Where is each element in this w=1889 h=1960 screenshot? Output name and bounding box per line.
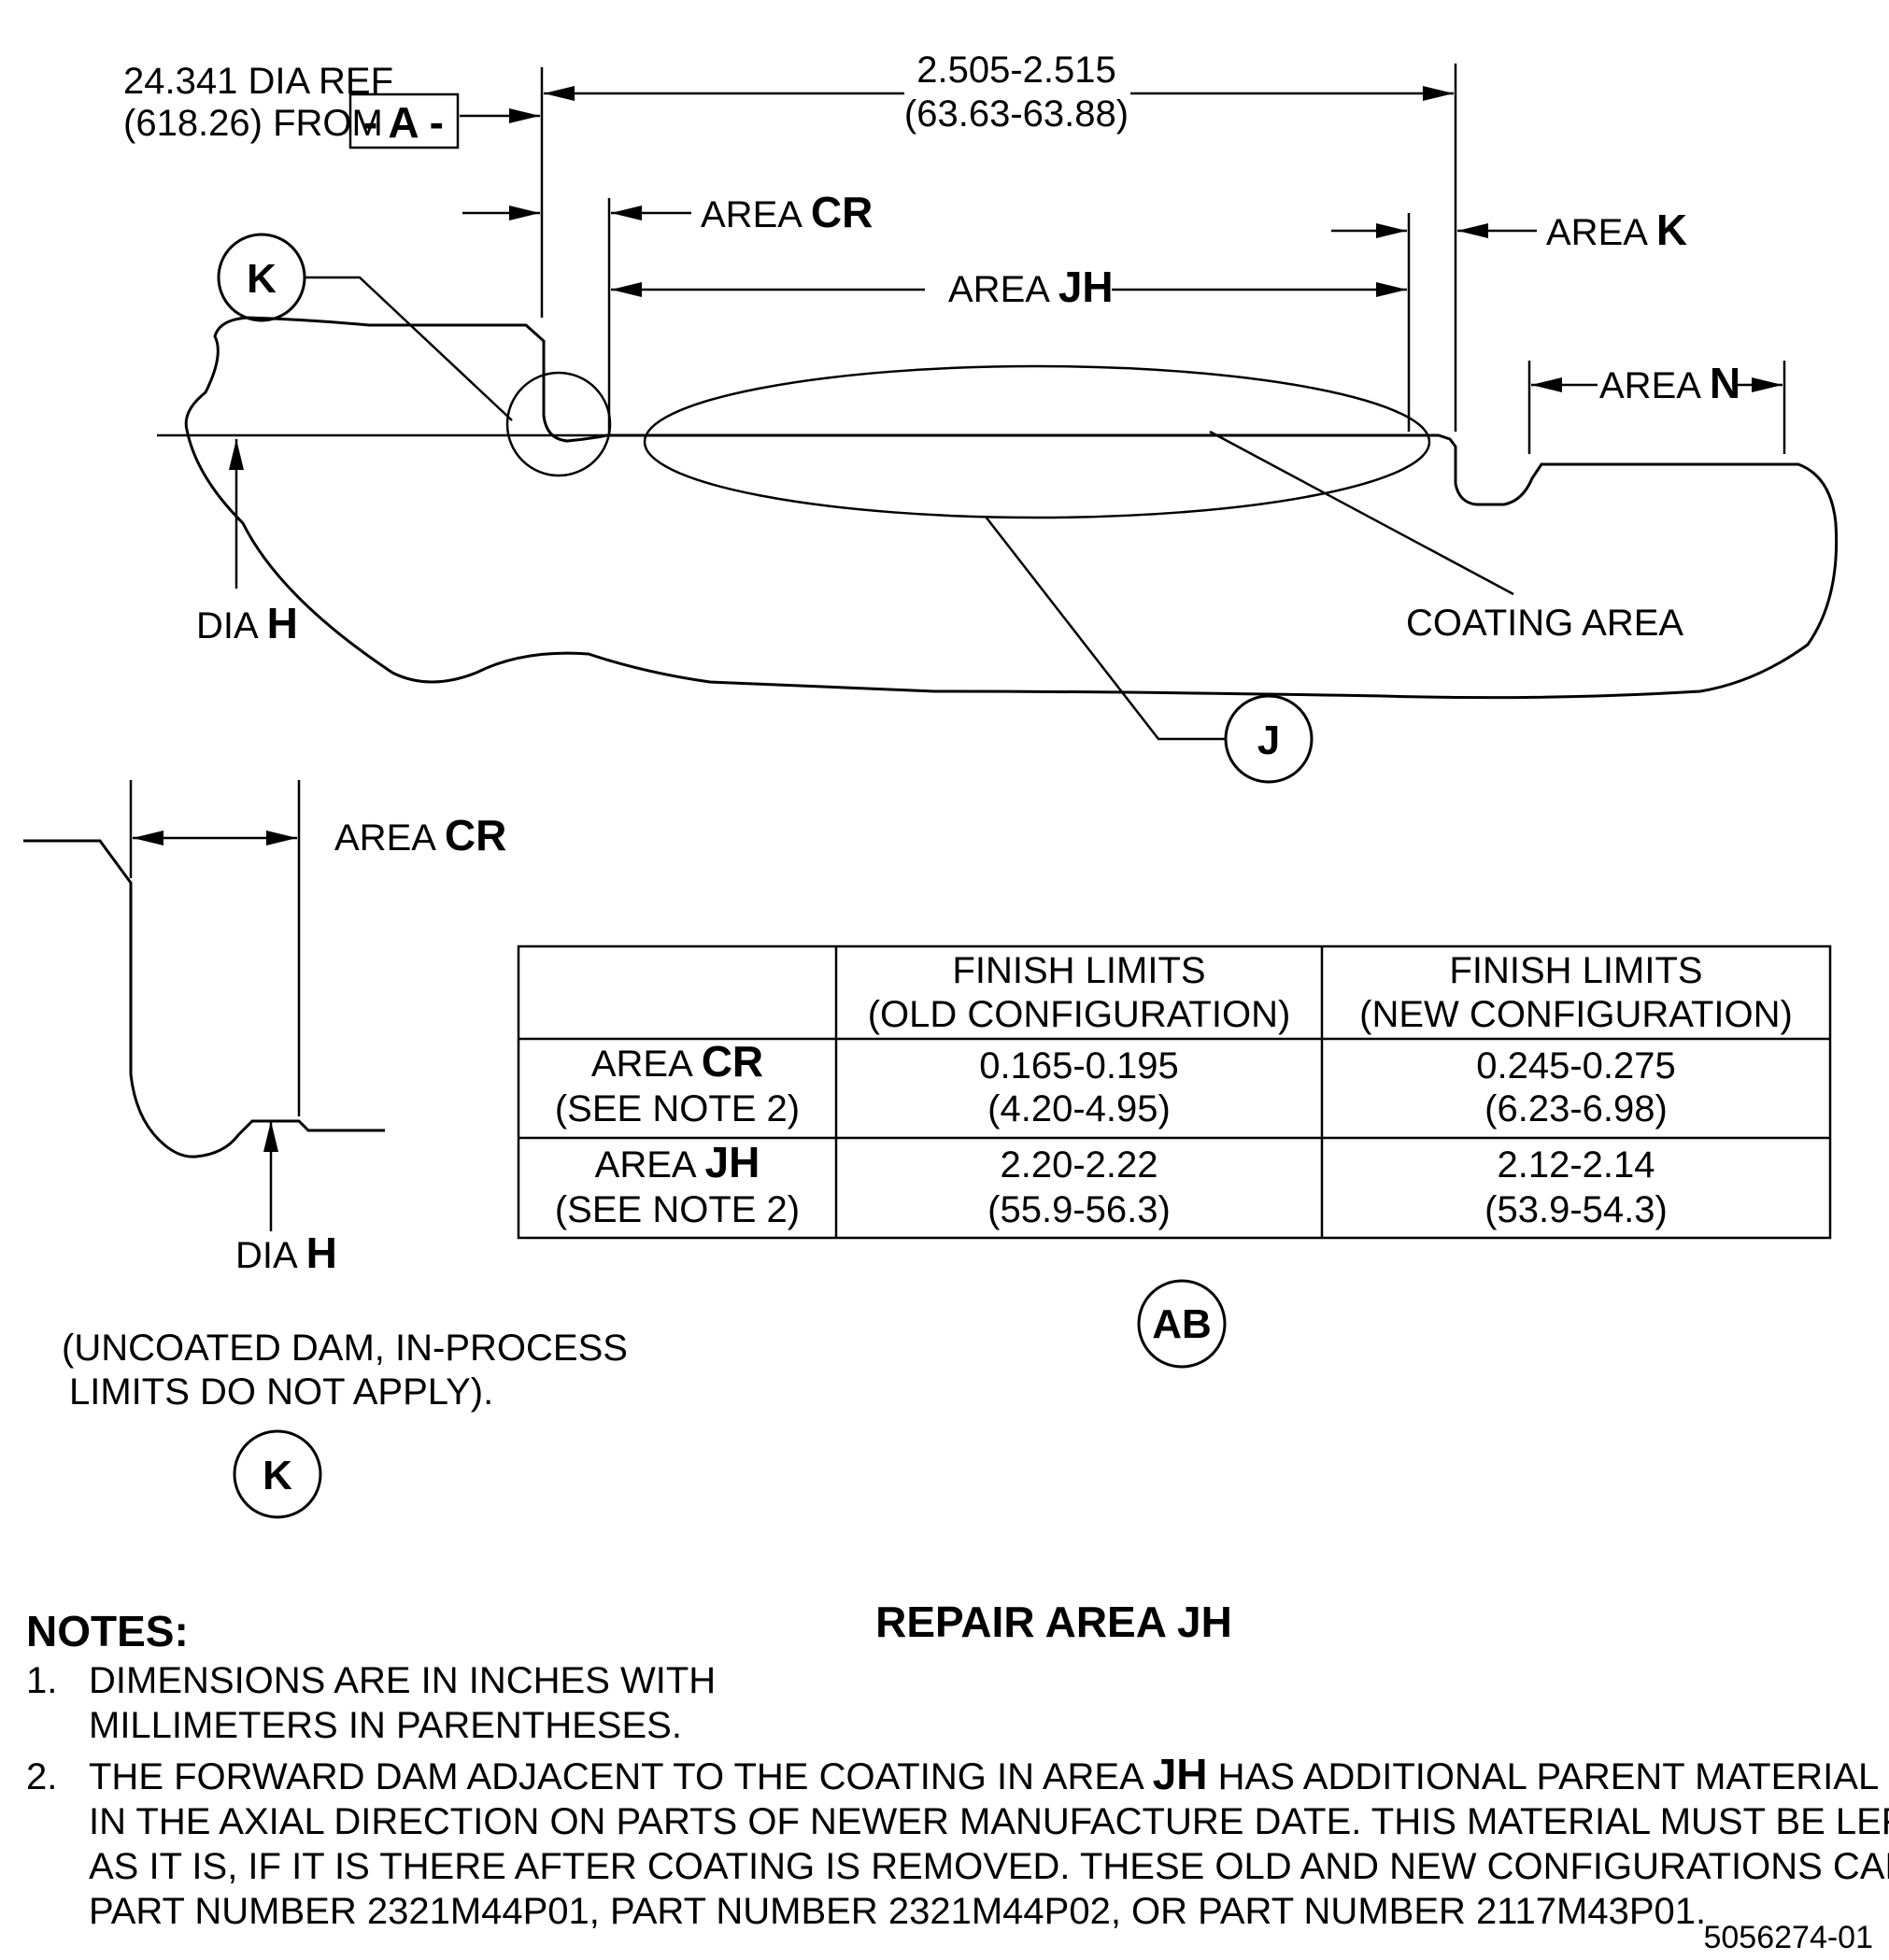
header-new-line1: FINISH LIMITS: [1449, 950, 1702, 991]
row-cr-old-in: 0.165-0.195: [979, 1045, 1179, 1087]
row-jh-area: JH: [705, 1138, 760, 1186]
note-1-line2: MILLIMETERS IN PARENTHESES.: [89, 1705, 682, 1746]
area-n-label: N: [1710, 359, 1740, 407]
detail-note-line2: LIMITS DO NOT APPLY).: [69, 1371, 493, 1413]
svg-text:DIA H: DIA H: [196, 599, 298, 647]
row-jh-old-mm: (55.9-56.3): [987, 1189, 1171, 1230]
detail-k-view: AREA CR DIA H (UNCOATED DAM, IN-PROCESS …: [23, 780, 628, 1519]
svg-text:AREA CR: AREA CR: [701, 188, 873, 236]
part-outline: [184, 316, 1839, 700]
row-jh-new-in: 2.12-2.14: [1497, 1144, 1655, 1186]
coating-area-ellipse: [643, 364, 1431, 519]
overall-dim-in: 2.505-2.515: [916, 50, 1116, 91]
note-2-line1-post: HAS ADDITIONAL PARENT MATERIAL: [1218, 1756, 1880, 1797]
header-old-line2: (OLD CONFIGURATION): [868, 994, 1291, 1035]
detail-area-cr-word: AREA: [334, 817, 436, 859]
detail-k-callout-circle: [233, 1429, 322, 1519]
header-old-line1: FINISH LIMITS: [952, 950, 1205, 991]
row-cr-new-in: 0.245-0.275: [1476, 1045, 1676, 1087]
note-2-line1-bold: JH: [1153, 1750, 1208, 1798]
svg-text:AREA K: AREA K: [1546, 206, 1687, 254]
notes-block: NOTES: REPAIR AREA JH 1. DIMENSIONS ARE …: [26, 1598, 1889, 1955]
dia-h-word: DIA: [196, 605, 259, 646]
svg-text:THE FORWARD DAM ADJACENT TO TH: THE FORWARD DAM ADJACENT TO THE COATING …: [89, 1750, 1879, 1798]
row-jh-old-in: 2.20-2.22: [1000, 1144, 1158, 1186]
detail-dia-h-word: DIA: [235, 1235, 298, 1276]
svg-text:AREA N: AREA N: [1599, 359, 1740, 407]
detail-k-callout-letter: K: [263, 1453, 292, 1498]
detail-k-outline: [23, 839, 385, 1158]
row-jh-new-mm: (53.9-54.3): [1484, 1189, 1668, 1230]
note-2-number: 2.: [26, 1756, 57, 1797]
row-cr-note: (SEE NOTE 2): [555, 1088, 800, 1129]
row-jh-note: (SEE NOTE 2): [555, 1189, 800, 1230]
area-jh-word: AREA: [948, 269, 1050, 310]
area-cr-label: CR: [811, 188, 873, 236]
datum-a-box: [348, 92, 460, 149]
datum-a-label: - A -: [363, 98, 444, 147]
header-new-line2: (NEW CONFIGURATION): [1359, 994, 1793, 1035]
area-k-label: K: [1656, 206, 1687, 254]
dia-h-label: H: [267, 599, 298, 647]
note-1-line1: DIMENSIONS ARE IN INCHES WITH: [89, 1660, 716, 1701]
detail-dia-h-label: H: [306, 1229, 337, 1277]
area-cr-word: AREA: [701, 194, 802, 235]
svg-text:AREA JH: AREA JH: [595, 1138, 760, 1186]
ref-dia-line1: 24.341 DIA REF: [123, 61, 393, 102]
callout-k-letter: K: [247, 256, 277, 302]
row-cr-old-mm: (4.20-4.95): [987, 1088, 1171, 1129]
overall-dim-mm: (63.63-63.88): [904, 93, 1129, 135]
coating-area-label: COATING AREA: [1406, 603, 1683, 644]
callout-ab-letters: AB: [1152, 1301, 1212, 1347]
svg-text:AREA CR: AREA CR: [591, 1037, 763, 1086]
note-2-line4: PART NUMBER 2321M44P01, PART NUMBER 2321…: [89, 1891, 1706, 1932]
detail-note-line1: (UNCOATED DAM, IN-PROCESS: [62, 1328, 628, 1369]
svg-text:DIA H: DIA H: [235, 1229, 337, 1277]
note-2-line1-pre: THE FORWARD DAM ADJACENT TO THE COATING …: [89, 1756, 1144, 1797]
detail-area-cr-label: CR: [445, 811, 506, 859]
callout-ab-circle: [1137, 1279, 1227, 1369]
svg-text:AREA JH: AREA JH: [948, 263, 1114, 311]
area-jh-label: JH: [1058, 263, 1114, 311]
area-k-word: AREA: [1546, 212, 1648, 253]
row-cr-new-mm: (6.23-6.98): [1484, 1088, 1668, 1129]
note-1-number: 1.: [26, 1660, 57, 1701]
finish-limits-table: FINISH LIMITS (OLD CONFIGURATION) FINISH…: [517, 944, 1832, 1369]
ref-dia-line2: (618.26) FROM: [123, 103, 383, 144]
note-2-line3: AS IT IS, IF IT IS THERE AFTER COATING I…: [89, 1846, 1889, 1887]
top-section-view: 24.341 DIA REF (618.26) FROM - A - 2.505…: [123, 50, 1839, 784]
notes-heading: NOTES:: [26, 1607, 189, 1655]
row-cr-area-word: AREA: [591, 1044, 693, 1085]
figure-number: 5056274-01: [1703, 1920, 1873, 1955]
drawing-title: REPAIR AREA JH: [875, 1598, 1232, 1646]
row-jh-area-word: AREA: [595, 1144, 697, 1186]
svg-text:AREA CR: AREA CR: [334, 811, 506, 859]
row-cr-area: CR: [702, 1037, 763, 1086]
area-n-word: AREA: [1599, 365, 1701, 406]
detail-k-circle: [505, 371, 612, 477]
callout-j-letter: J: [1257, 717, 1280, 763]
note-2-line2: IN THE AXIAL DIRECTION ON PARTS OF NEWER…: [89, 1801, 1889, 1842]
